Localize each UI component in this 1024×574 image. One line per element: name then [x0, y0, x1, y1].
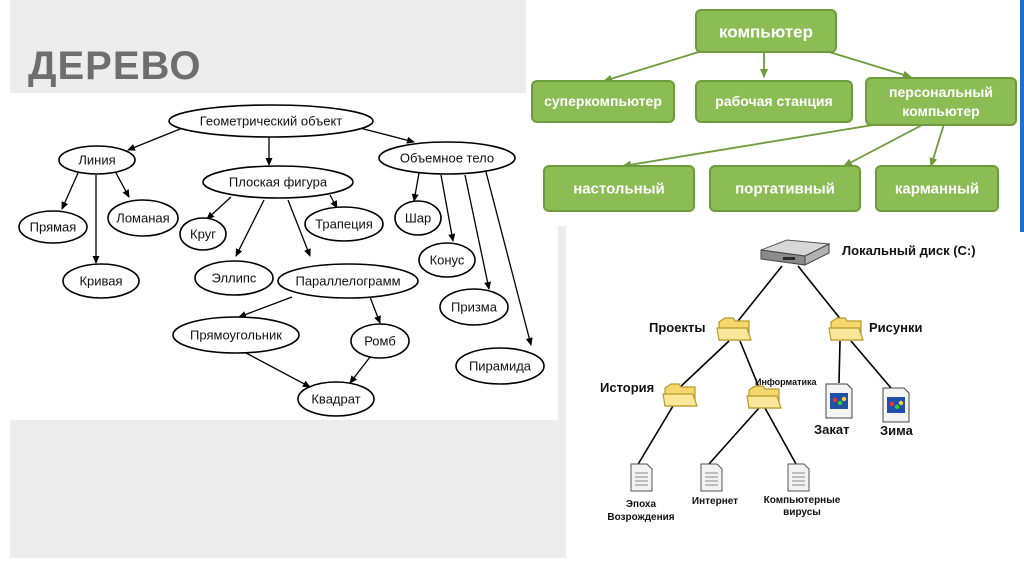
pocket-label: карманный [895, 181, 979, 198]
geometry-tree-edges [61, 126, 533, 388]
personal-label-line2: компьютер [902, 103, 979, 119]
renaissance-label-line2: Возрождения [607, 512, 674, 523]
sunset-image-file-icon [825, 383, 853, 419]
hard-drive-icon [760, 239, 831, 266]
pictures-label: Рисунки [869, 320, 922, 335]
pyramid-node [455, 347, 545, 385]
geometric-object-label: Геометрический объект [200, 114, 343, 129]
parallelogram-node [277, 263, 419, 299]
prism-node [439, 288, 509, 326]
personal-computer-node [865, 77, 1017, 126]
supercomputer-node [531, 80, 675, 123]
informatics-folder-icon [746, 385, 782, 409]
history-folder-icon [662, 383, 698, 407]
disk-label: Локальный диск (C:) [842, 243, 976, 258]
polyline-label: Ломаная [116, 211, 169, 226]
viruses-label-line2: вирусы [783, 507, 821, 518]
computer-tree-edges [603, 50, 945, 169]
projects-label: Проекты [649, 320, 705, 335]
laptop-node [709, 165, 861, 212]
pyramid-label: Пирамида [469, 359, 532, 374]
computer-root-node [695, 9, 837, 53]
flat-figure-node [202, 165, 354, 199]
computer-tree-panel: компьютер суперкомпьютер рабочая станция… [526, 0, 1020, 226]
workstation-label: рабочая станция [715, 93, 832, 109]
sphere-node [394, 200, 442, 236]
laptop-label: портативный [735, 181, 835, 198]
file-tree-panel: Локальный диск (C:) Проекты Рисунки Исто… [569, 228, 993, 536]
cone-label: Конус [430, 253, 465, 268]
rectangle-label: Прямоугольник [190, 328, 282, 343]
parallelogram-label: Параллелограмм [295, 274, 400, 289]
circle-label: Круг [190, 227, 216, 242]
informatics-label: Информатика [755, 377, 818, 387]
workstation-node [695, 80, 853, 123]
viruses-document-icon [787, 463, 810, 492]
desktop-label: настольный [573, 181, 665, 198]
geometry-tree-diagram: Геометрический объект Линия Плоская фигу… [18, 104, 545, 417]
internet-label: Интернет [692, 496, 738, 507]
viruses-label-line1: Компьютерные [764, 495, 841, 506]
ellipse-label: Эллипс [212, 271, 257, 286]
renaissance-label-line1: Эпоха [626, 499, 657, 510]
internet-document-icon [700, 463, 723, 492]
line-node [58, 145, 136, 175]
sunset-label: Закат [814, 422, 849, 437]
accent-bar [1020, 0, 1024, 232]
projects-folder-icon [716, 317, 752, 341]
geometry-tree-panel: Геометрический объект Линия Плоская фигу… [10, 93, 558, 420]
rectangle-node [172, 316, 300, 354]
solid-body-label: Объемное тело [400, 151, 494, 166]
trapezoid-label: Трапеция [315, 217, 373, 232]
rhombus-node [350, 323, 410, 359]
trapezoid-node [304, 206, 384, 242]
history-label: История [600, 380, 654, 395]
geometric-object-node [168, 104, 374, 138]
personal-label-line1: персональный [889, 84, 993, 100]
rhombus-label: Ромб [364, 334, 396, 349]
winter-label: Зима [880, 423, 914, 438]
straight-line-label: Прямая [30, 220, 77, 235]
curve-node [62, 263, 140, 299]
desktop-node [543, 165, 695, 212]
prism-label: Призма [451, 300, 498, 315]
pictures-folder-icon [828, 317, 864, 341]
ellipse-node [194, 260, 274, 296]
polyline-node [107, 199, 179, 237]
renaissance-document-icon [630, 463, 653, 492]
computer-tree-diagram: компьютер суперкомпьютер рабочая станция… [531, 9, 1017, 212]
slide-title: ДЕРЕВО [28, 44, 202, 88]
pocket-node [875, 165, 999, 212]
circle-node [179, 217, 227, 251]
file-tree-edges [636, 265, 892, 467]
solid-body-node [378, 141, 516, 175]
square-node [297, 381, 375, 417]
winter-image-file-icon [882, 387, 910, 423]
square-label: Квадрат [311, 392, 360, 407]
supercomputer-label: суперкомпьютер [544, 93, 662, 109]
line-label: Линия [78, 153, 115, 168]
file-tree-diagram: Локальный диск (C:) Проекты Рисунки Исто… [600, 239, 976, 523]
curve-label: Кривая [79, 274, 122, 289]
sphere-label: Шар [405, 211, 431, 226]
straight-line-node [18, 210, 88, 244]
cone-node [418, 242, 476, 278]
computer-root-label: компьютер [719, 23, 813, 42]
flat-figure-label: Плоская фигура [229, 175, 328, 190]
